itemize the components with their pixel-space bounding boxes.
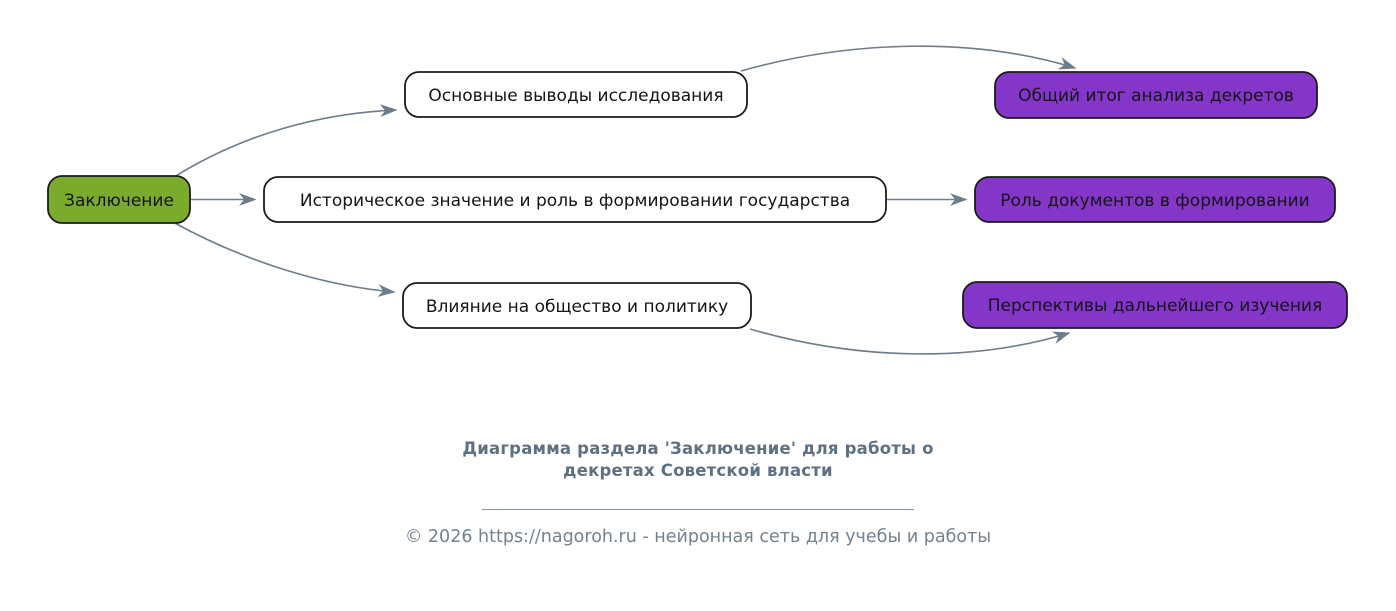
node-root-shape — [47, 175, 191, 224]
node-branch-2: Влияние на общество и политику — [402, 282, 752, 329]
node-branch-2-shape — [402, 282, 752, 329]
edge-root-to-branch-2 — [170, 220, 396, 297]
node-branch-0: Основные выводы исследования — [404, 71, 748, 118]
node-branch-1: Историческое значение и роль в формирова… — [263, 176, 887, 223]
node-branch-1-label: Историческое значение и роль в формирова… — [300, 191, 850, 211]
node-leaf-0-label: Общий итог анализа декретов — [1018, 86, 1294, 106]
diagram-title-line2: декретах Советской власти — [563, 460, 833, 480]
node-branch-1-shape — [263, 176, 887, 223]
edges — [170, 45, 1077, 355]
node-leaf-2-shape — [962, 281, 1348, 329]
diagram-title-line1: Диаграмма раздела 'Заключение' для работ… — [462, 439, 934, 458]
node-leaf-0: Общий итог анализа декретов — [994, 71, 1318, 119]
diagram-title: Диаграмма раздела 'Заключение' для работ… — [462, 438, 933, 482]
edge-root-to-branch-0 — [170, 104, 398, 180]
node-root: Заключение — [47, 175, 191, 224]
node-root-label: Заключение — [64, 191, 174, 211]
copyright-text: © 2026 https://nagoroh.ru - нейронная се… — [404, 526, 992, 547]
footer: Диаграмма раздела 'Заключение' для работ… — [0, 438, 1396, 547]
node-leaf-1: Роль документов в формировании — [974, 176, 1336, 223]
edge-branch-0-to-leaf-0 — [740, 45, 1077, 72]
node-branch-2-label: Влияние на общество и политику — [426, 297, 728, 317]
node-leaf-1-label: Роль документов в формировании — [1000, 191, 1309, 211]
node-leaf-2-label: Перспективы дальнейшего изучения — [988, 296, 1323, 316]
node-leaf-0-shape — [994, 71, 1318, 119]
edge-branch-2-to-leaf-2 — [749, 328, 1071, 355]
divider-line — [482, 508, 914, 510]
node-branch-0-shape — [404, 71, 748, 118]
node-leaf-1-shape — [974, 176, 1336, 223]
node-branch-0-label: Основные выводы исследования — [428, 86, 723, 106]
node-leaf-2: Перспективы дальнейшего изучения — [962, 281, 1348, 329]
